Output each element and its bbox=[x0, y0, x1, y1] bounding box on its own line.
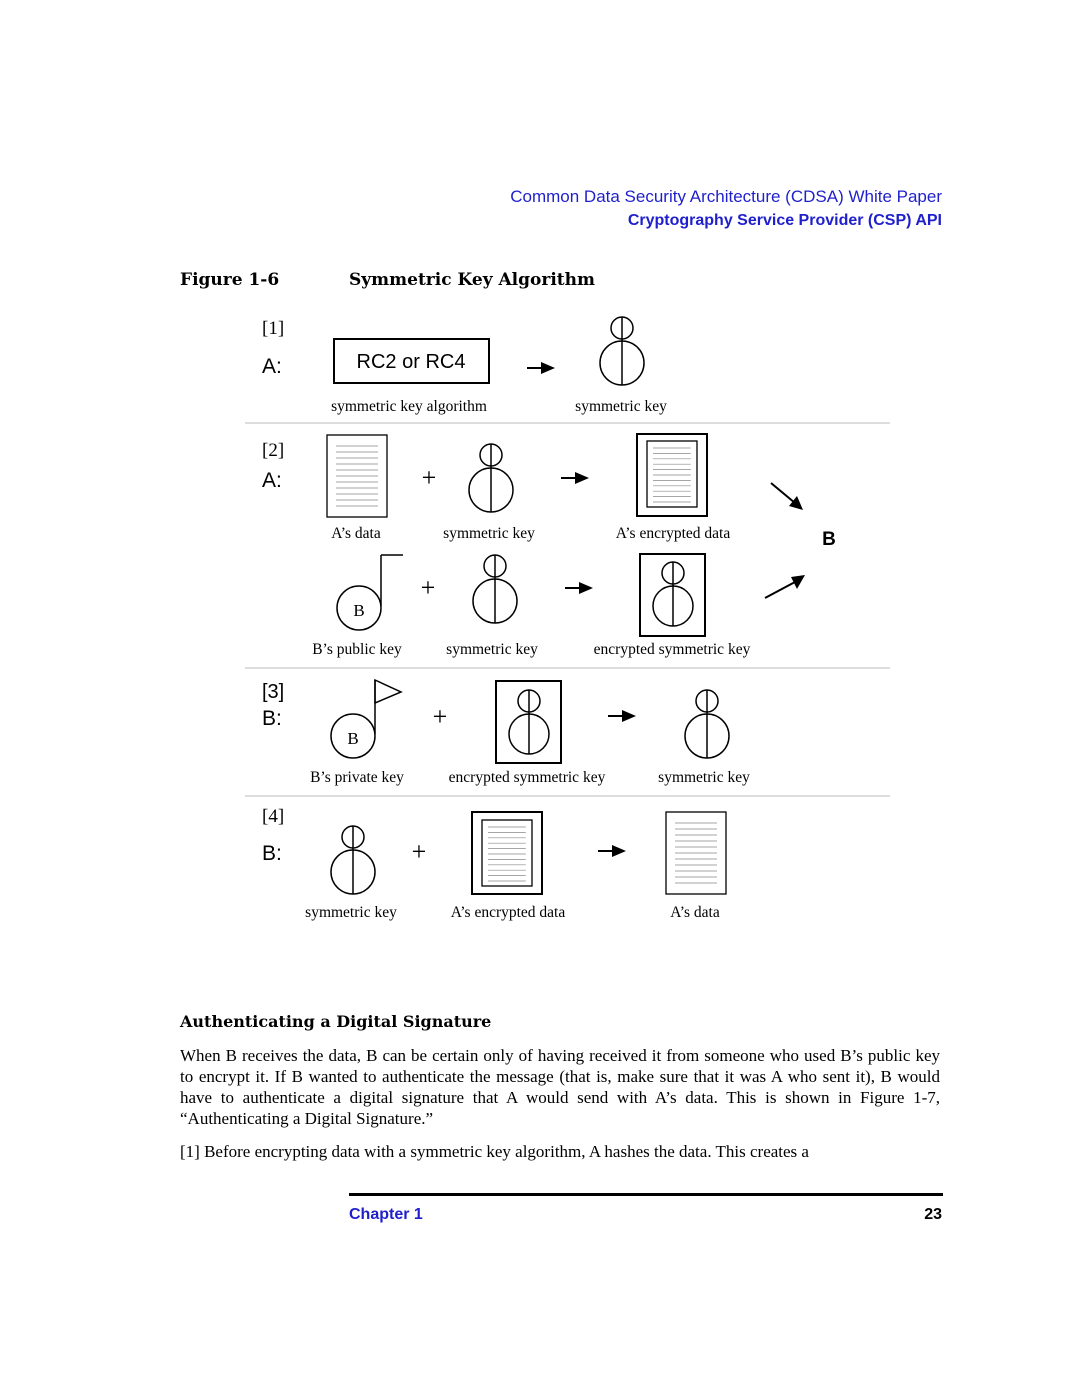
label-b-private-key: B’s private key bbox=[310, 769, 404, 786]
arrow-down-right-icon bbox=[770, 482, 796, 504]
encrypted-document-icon bbox=[471, 811, 543, 895]
step-1: [1] A: RC2 or RC4 symmetric key algorith… bbox=[245, 316, 890, 424]
recipient-b-label: B bbox=[822, 529, 836, 550]
body-paragraph: [1] Before encrypting data with a symmet… bbox=[180, 1142, 809, 1161]
arrow-icon bbox=[560, 471, 590, 485]
private-key-icon bbox=[330, 713, 376, 759]
plus-sign: + bbox=[421, 573, 436, 602]
plus-sign: + bbox=[433, 702, 448, 731]
symmetric-key-icon bbox=[472, 554, 518, 624]
symmetric-key-icon bbox=[330, 825, 376, 895]
step-actor: B: bbox=[262, 707, 282, 730]
algorithm-box bbox=[333, 338, 490, 384]
plus-sign: + bbox=[422, 463, 437, 492]
arrow-icon bbox=[597, 844, 627, 858]
arrow-icon bbox=[607, 709, 637, 723]
label-a-encrypted-data: A’s encrypted data bbox=[616, 525, 731, 542]
label-b-public-key: B’s public key bbox=[312, 641, 402, 658]
symmetric-key-icon bbox=[599, 316, 645, 386]
label-symmetric-key: symmetric key bbox=[575, 398, 667, 415]
label-symmetric-key: symmetric key bbox=[658, 769, 750, 786]
encrypted-key-icon bbox=[495, 680, 562, 764]
label-symmetric-key-algorithm: symmetric key algorithm bbox=[331, 398, 487, 415]
step-actor: A: bbox=[262, 355, 282, 378]
label-encrypted-symmetric-key: encrypted symmetric key bbox=[449, 769, 606, 786]
section-heading: Authenticating a Digital Signature bbox=[180, 1012, 492, 1031]
step-number: [4] bbox=[262, 806, 284, 827]
step-2: [2] A: + B A’s data symmetric key A’s en… bbox=[245, 433, 890, 669]
step-3: [3] B: B + B’s private key encrypted sym… bbox=[245, 678, 890, 797]
label-symmetric-key: symmetric key bbox=[305, 904, 397, 921]
running-header-title: Common Data Security Architecture (CDSA)… bbox=[510, 187, 942, 206]
step-4: [4] B: + symmetric key A’s encrypted dat… bbox=[262, 806, 727, 921]
encrypted-key-icon bbox=[639, 553, 706, 637]
document-icon bbox=[326, 434, 388, 518]
encrypted-document-icon bbox=[636, 433, 708, 517]
symmetric-key-icon bbox=[468, 443, 514, 513]
label-a-data: A’s data bbox=[670, 904, 720, 921]
body-paragraph: When B receives the data, B can be certa… bbox=[180, 1046, 940, 1128]
figure-title: Symmetric Key Algorithm bbox=[349, 270, 595, 290]
label-symmetric-key: symmetric key bbox=[446, 641, 538, 658]
symmetric-key-icon bbox=[684, 689, 730, 759]
arrow-icon bbox=[564, 581, 594, 595]
label-a-encrypted-data: A’s encrypted data bbox=[451, 904, 566, 921]
step-actor: B: bbox=[262, 842, 282, 865]
step-number: [1] bbox=[262, 318, 284, 339]
step-number: [3] bbox=[262, 681, 284, 703]
running-header-section: Cryptography Service Provider (CSP) API bbox=[627, 212, 942, 229]
document-icon bbox=[665, 811, 727, 895]
label-symmetric-key: symmetric key bbox=[443, 525, 535, 542]
label-encrypted-symmetric-key: encrypted symmetric key bbox=[594, 641, 751, 658]
footer-chapter: Chapter 1 bbox=[349, 1206, 423, 1223]
public-key-icon bbox=[336, 585, 382, 631]
algorithm-box-label: RC2 or RC4 bbox=[357, 351, 466, 373]
symmetric-key-diagram: [1] A: RC2 or RC4 symmetric key algorith… bbox=[245, 316, 890, 921]
private-key-letter: B bbox=[347, 729, 358, 748]
arrow-up-right-icon bbox=[764, 581, 796, 599]
footer-rule bbox=[349, 1193, 943, 1196]
public-key-letter: B bbox=[353, 601, 364, 620]
page-number: 23 bbox=[924, 1206, 942, 1223]
plus-sign: + bbox=[412, 837, 427, 866]
arrow-icon bbox=[526, 361, 556, 375]
step-actor: A: bbox=[262, 469, 282, 492]
figure-number: Figure 1-6 bbox=[180, 270, 280, 290]
label-a-data: A’s data bbox=[331, 525, 381, 542]
step-number: [2] bbox=[262, 440, 284, 461]
